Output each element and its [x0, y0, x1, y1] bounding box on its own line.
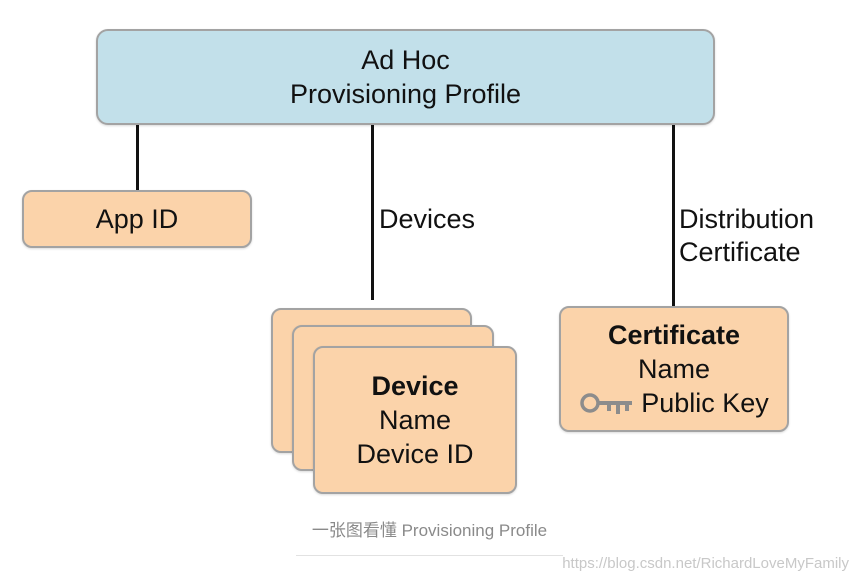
profile-title-line1: Ad Hoc — [361, 45, 450, 75]
connector-line-app-id — [136, 124, 139, 192]
app-id-box: App ID — [22, 190, 252, 248]
connector-line-devices — [371, 124, 374, 300]
caption-divider — [296, 555, 563, 556]
figure-caption: 一张图看懂 Provisioning Profile — [311, 521, 548, 540]
watermark: https://blog.csdn.net/RichardLoveMyFamil… — [562, 555, 849, 572]
device-card-front: Device Name Device ID — [313, 346, 517, 494]
certificate-card-title: Certificate — [607, 320, 741, 350]
device-card-name: Name — [378, 405, 452, 435]
device-card-title: Device — [371, 371, 459, 401]
connector-line-certificate — [672, 124, 675, 306]
distribution-label-line1: Distribution — [679, 204, 815, 234]
certificate-key-row: Public Key — [579, 386, 769, 420]
certificate-card: Certificate Name Public Key — [559, 306, 789, 432]
app-id-label: App ID — [95, 204, 179, 234]
provisioning-profile-box: Ad Hoc Provisioning Profile — [96, 29, 715, 125]
distribution-label-line2: Certificate — [679, 237, 801, 267]
certificate-public-key: Public Key — [641, 388, 769, 418]
certificate-card-name: Name — [637, 354, 711, 384]
profile-title-line2: Provisioning Profile — [289, 79, 522, 109]
devices-connector-label: Devices — [379, 204, 476, 234]
key-icon — [580, 393, 633, 414]
device-card-id: Device ID — [356, 439, 474, 469]
distribution-certificate-label: Distribution Certificate — [679, 203, 814, 269]
